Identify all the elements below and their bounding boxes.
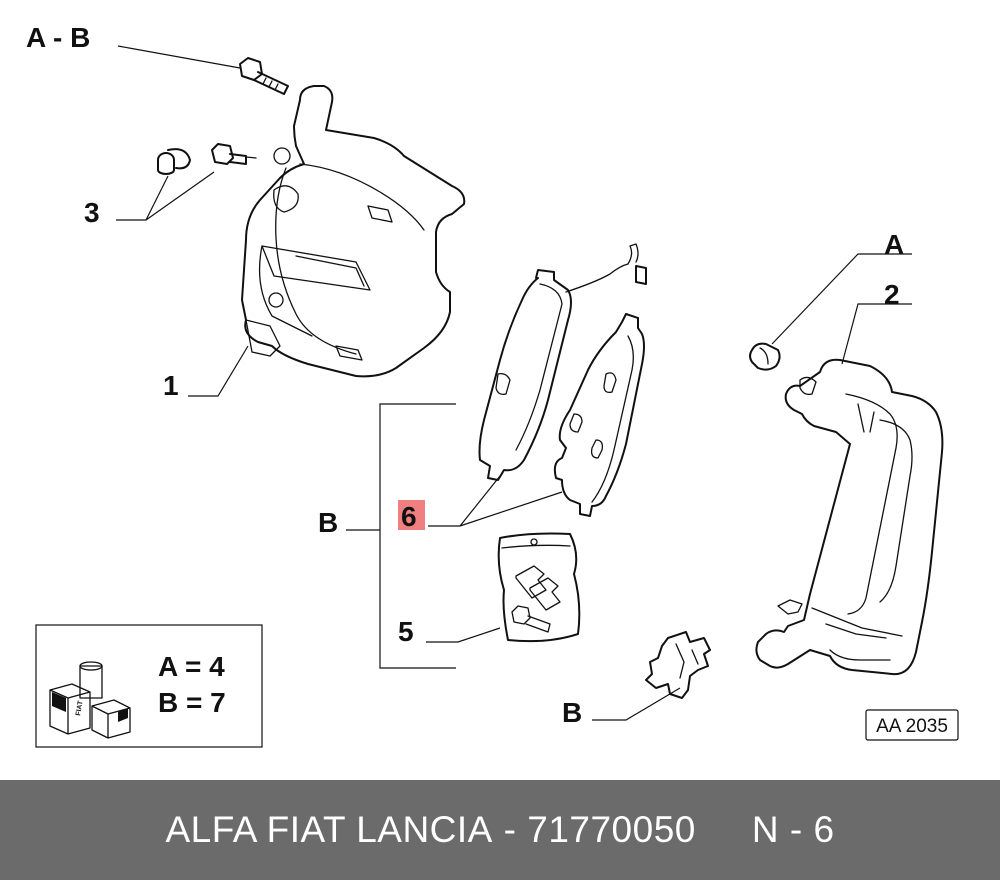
exploded-parts-diagram: A - B 3 1 <box>26 22 959 748</box>
leader-a <box>771 253 912 345</box>
group-bracket <box>346 403 456 669</box>
ref-code-box <box>865 709 959 741</box>
callout-3: 3 <box>84 197 100 228</box>
bleed-screw <box>211 143 257 165</box>
callout-6: 6 <box>401 501 417 532</box>
callout-2: 2 <box>884 279 900 310</box>
legend-b-eq: B = 7 <box>158 687 226 718</box>
leader-b-clip <box>592 687 681 721</box>
leader-5 <box>426 627 501 643</box>
legend-box <box>35 624 263 748</box>
logo-text: FIAT <box>75 700 85 717</box>
caliper-housing <box>241 85 466 378</box>
brake-pad-right <box>553 313 645 517</box>
ref-code: AA 2035 <box>876 716 948 737</box>
footer-bar: ALFA FIAT LANCIA - 71770050 N - 6 <box>0 780 1000 880</box>
leader-2 <box>841 303 912 365</box>
repair-kit-bag <box>497 532 581 643</box>
guide-pin-boot <box>749 342 781 371</box>
footer-brand: ALFA FIAT LANCIA <box>165 809 493 850</box>
callout-5: 5 <box>398 616 414 647</box>
callout-b-clip: B <box>562 697 582 728</box>
callout-b-group: B <box>318 507 338 538</box>
fiat-parts-box-logo: FIAT <box>49 661 131 739</box>
leader-3 <box>116 171 215 221</box>
legend-a-eq: A = 4 <box>158 651 225 682</box>
bleed-cap <box>157 148 191 175</box>
caliper-bracket <box>755 358 944 676</box>
highlight-6 <box>398 500 425 530</box>
footer-separator: - <box>503 809 517 850</box>
callout-1: 1 <box>163 370 179 401</box>
leader-ab <box>117 45 241 69</box>
brake-pad-left <box>478 243 647 481</box>
callout-ab: A - B <box>26 22 90 53</box>
footer-part-number: 71770050 <box>527 809 696 850</box>
leader-6 <box>428 475 563 527</box>
caliper-bolt <box>239 57 289 95</box>
footer-sheet: N - 6 <box>751 809 835 850</box>
anti-rattle-clip <box>645 631 711 699</box>
leader-1 <box>188 345 249 397</box>
callout-a: A <box>884 229 904 260</box>
